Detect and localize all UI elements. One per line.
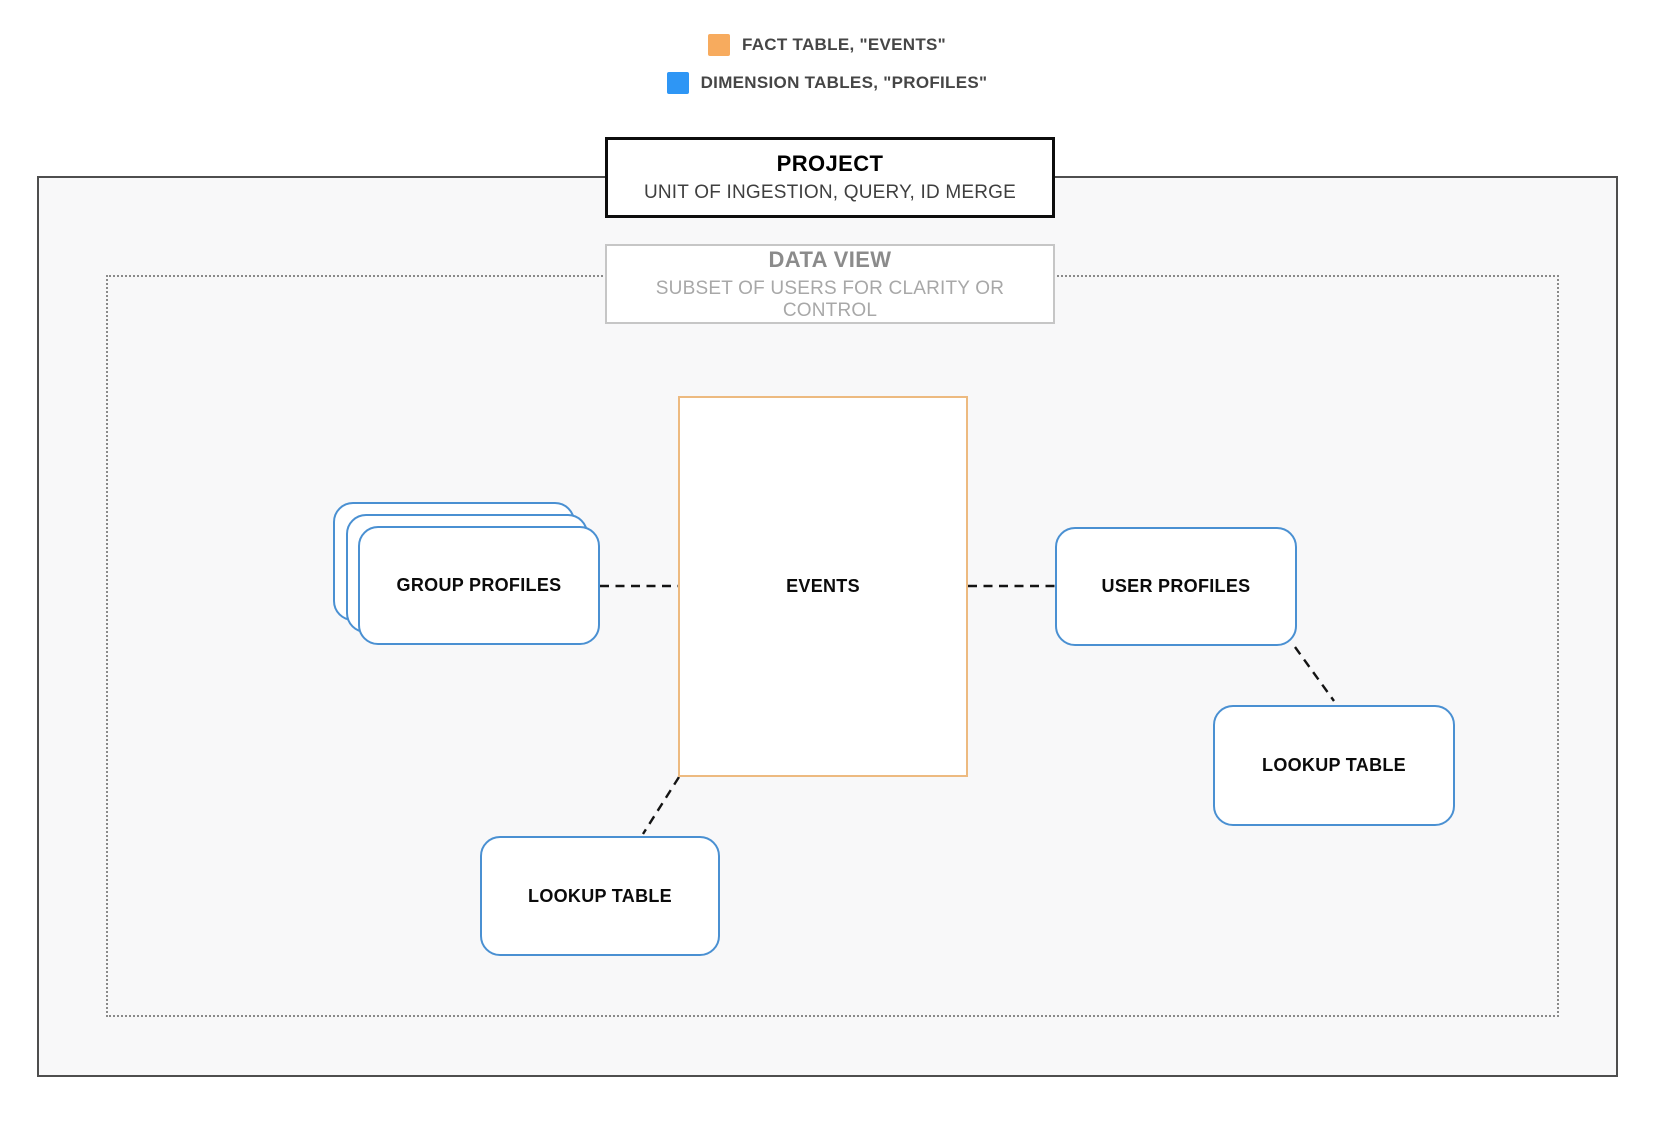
node-user-profiles-label: USER PROFILES xyxy=(1101,576,1251,596)
node-events-label: EVENTS xyxy=(786,576,860,596)
node-user-profiles: USER PROFILES xyxy=(1055,527,1297,646)
data-view-subtitle: SUBSET OF USERS FOR CLARITY OR CONTROL xyxy=(655,277,1005,321)
legend: FACT TABLE, "EVENTS" DIMENSION TABLES, "… xyxy=(0,34,1654,94)
project-title: PROJECT xyxy=(776,151,884,176)
project-subtitle: UNIT OF INGESTION, QUERY, ID MERGE xyxy=(643,182,1017,203)
dimension-tables-swatch-icon xyxy=(666,72,689,94)
node-events: EVENTS xyxy=(678,396,968,777)
node-lookup-table-bottom-label: LOOKUP TABLE xyxy=(528,885,672,906)
node-lookup-table-right: LOOKUP TABLE xyxy=(1213,705,1455,826)
node-group-profiles-label: GROUP PROFILES xyxy=(396,575,562,595)
legend-item-fact-table: FACT TABLE, "EVENTS" xyxy=(707,34,947,56)
legend-item-dimension-tables: DIMENSION TABLES, "PROFILES" xyxy=(666,72,988,94)
legend-label-dimension-tables: DIMENSION TABLES, "PROFILES" xyxy=(700,73,988,92)
node-group-profiles: GROUP PROFILES xyxy=(358,526,600,645)
legend-label-fact-table: FACT TABLE, "EVENTS" xyxy=(741,35,947,54)
node-lookup-table-bottom: LOOKUP TABLE xyxy=(480,836,720,956)
data-view-header-box: DATA VIEW SUBSET OF USERS FOR CLARITY OR… xyxy=(605,244,1055,324)
project-header-box: PROJECT UNIT OF INGESTION, QUERY, ID MER… xyxy=(605,137,1055,218)
data-view-title: DATA VIEW xyxy=(768,246,892,272)
node-lookup-table-right-label: LOOKUP TABLE xyxy=(1262,755,1406,775)
fact-table-swatch-icon xyxy=(707,34,730,56)
